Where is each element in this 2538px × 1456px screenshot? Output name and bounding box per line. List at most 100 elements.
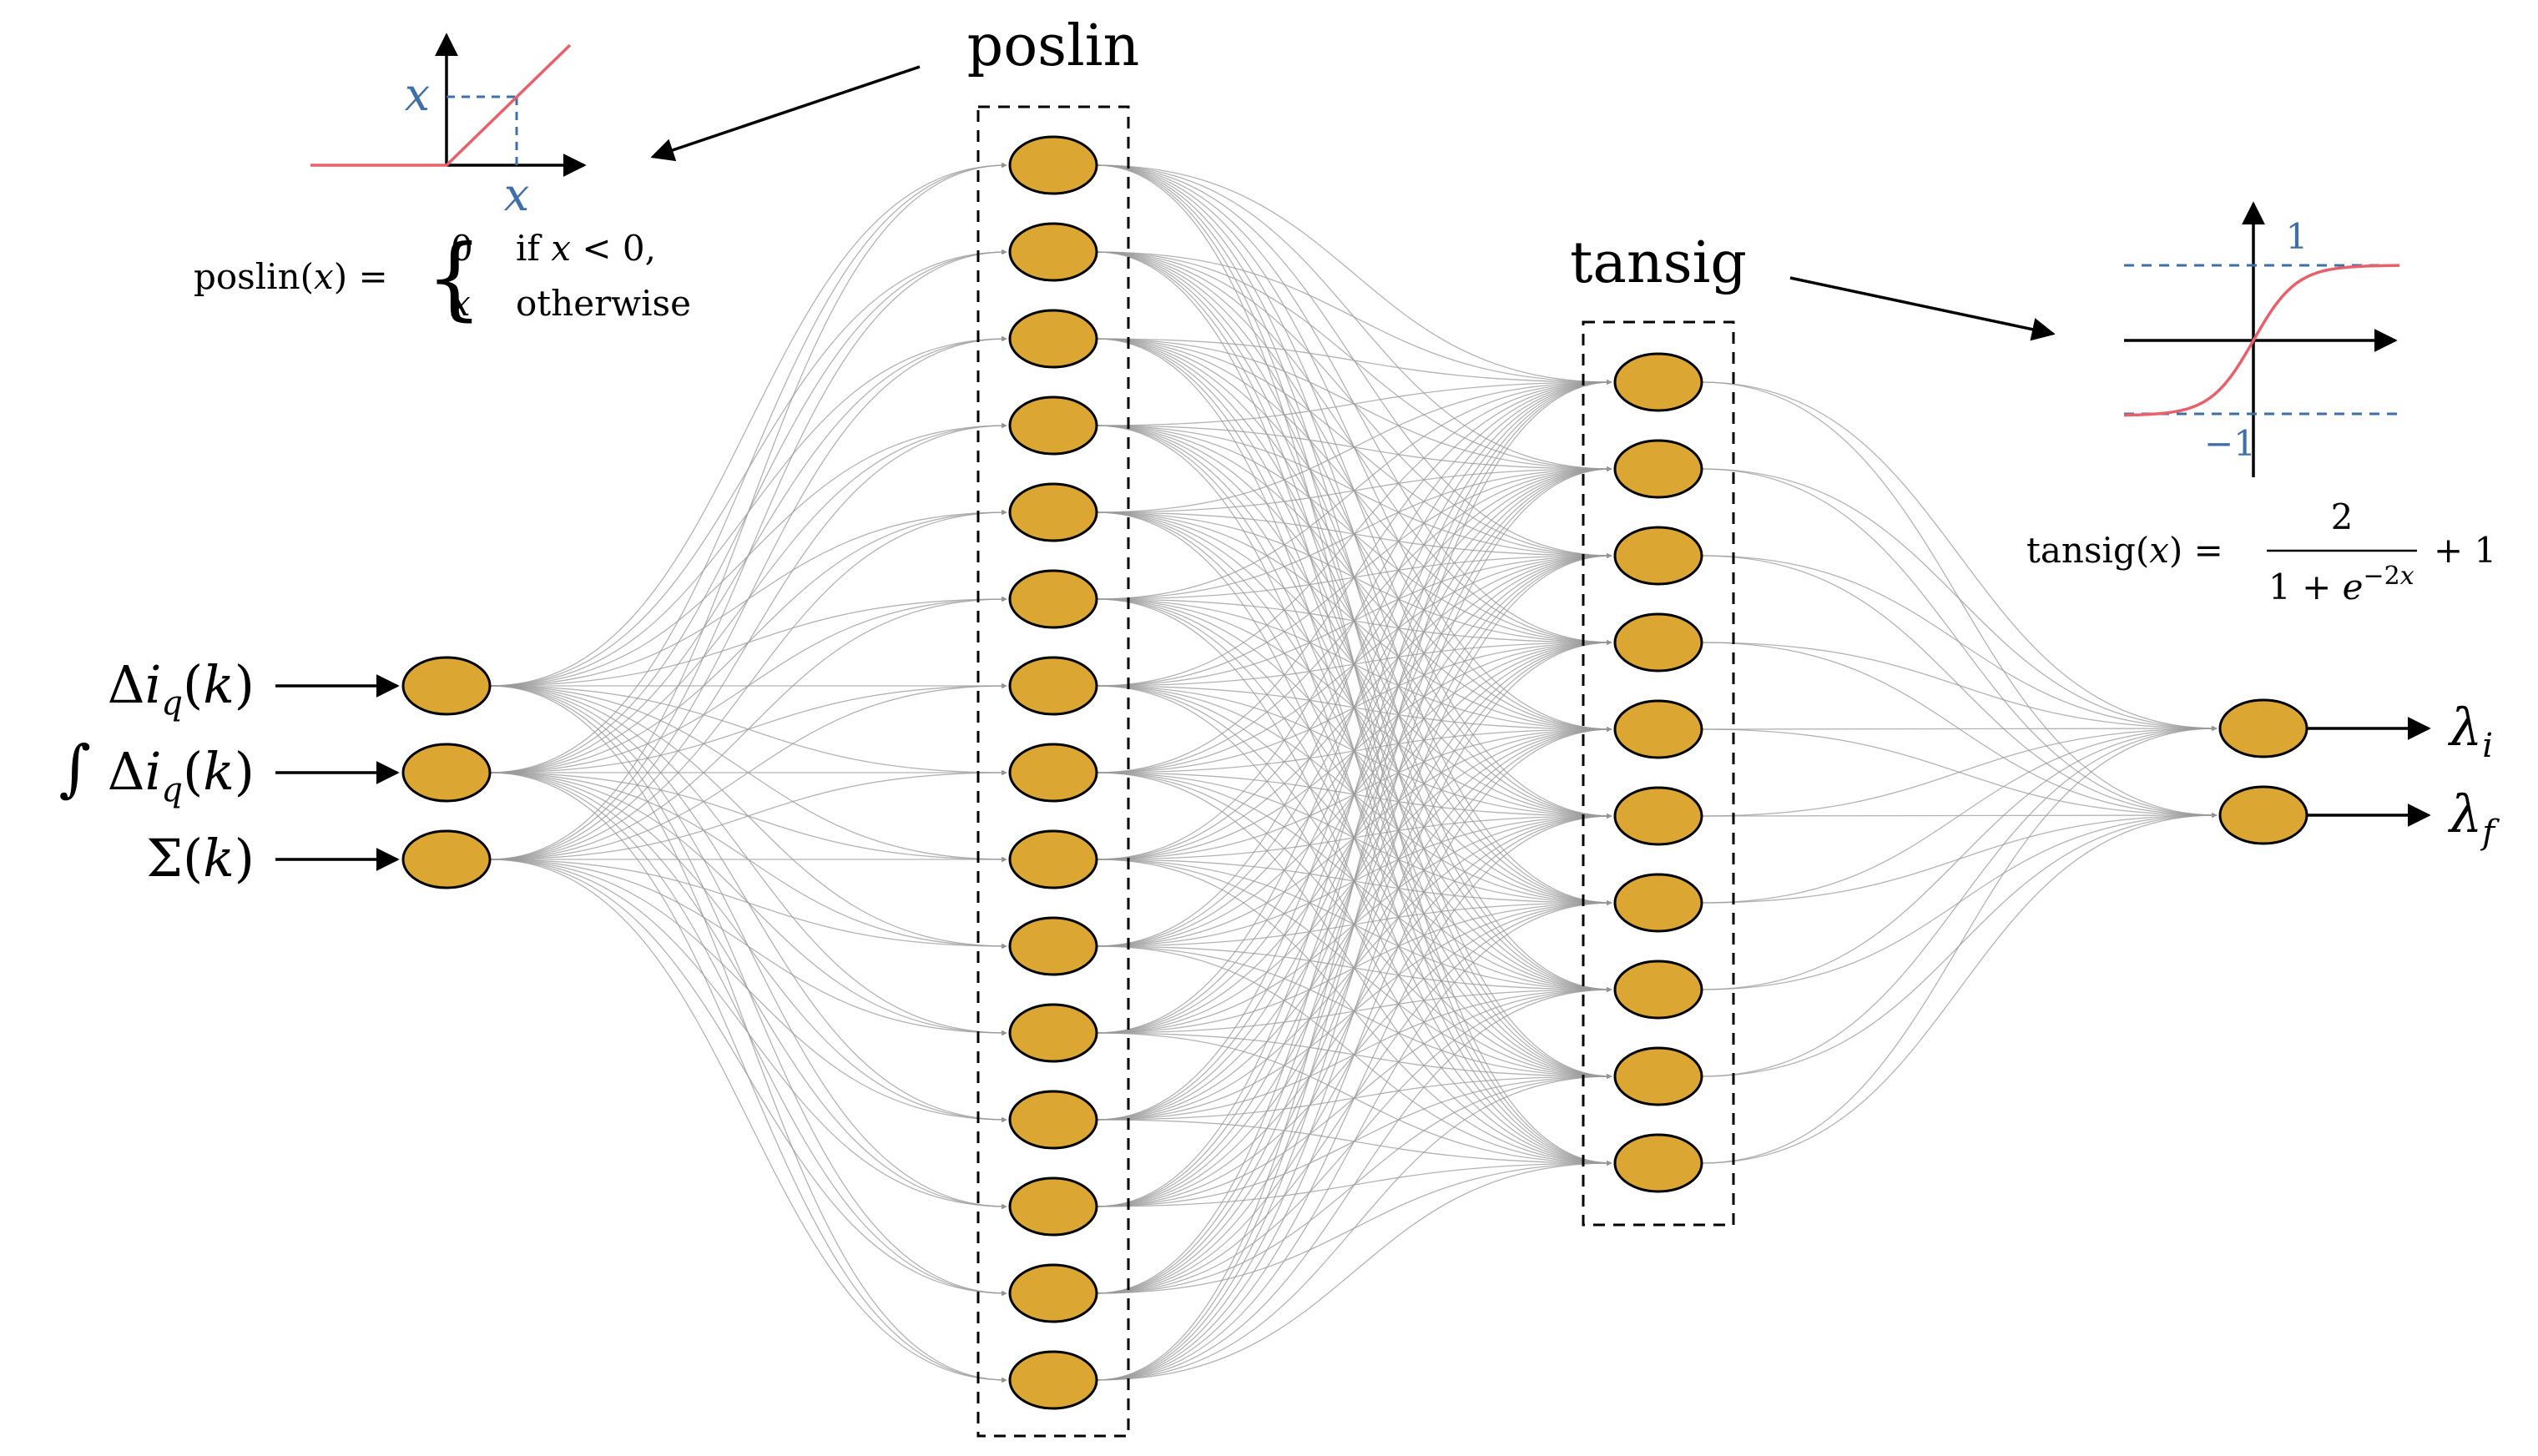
neuron-hidden2-4 bbox=[1613, 612, 1703, 673]
poslin-case1-condition: if x < 0, bbox=[516, 228, 656, 269]
connection-input-3-to-hidden1-13 bbox=[489, 859, 1007, 1207]
poslin-formula-lhs: poslin(x) = bbox=[194, 256, 388, 297]
neuron-hidden1-13 bbox=[1008, 1176, 1098, 1237]
input-label-1: Δiq(k) bbox=[108, 654, 255, 723]
connection-hidden2-2-to-output-1 bbox=[1701, 468, 2218, 729]
connection-hidden2-9-to-output-1 bbox=[1701, 728, 2218, 1077]
connection-input-3-to-hidden1-3 bbox=[489, 338, 1007, 860]
connection-hidden1-12-to-hidden2-1 bbox=[1096, 381, 1612, 1121]
connection-hidden2-8-to-output-1 bbox=[1701, 728, 2218, 990]
connection-hidden1-7-to-hidden2-1 bbox=[1096, 381, 1612, 687]
neuron-hidden1-6 bbox=[1008, 569, 1098, 629]
connection-hidden1-5-to-hidden2-1 bbox=[1096, 381, 1612, 513]
connection-input-3-to-hidden1-10 bbox=[489, 859, 1007, 947]
neuron-hidden1-14 bbox=[1008, 1263, 1098, 1323]
tansig-formula: tansig(x) = 2 1 + e−2x + 1 bbox=[2026, 496, 2496, 607]
neuron-hidden1-1 bbox=[1008, 135, 1098, 195]
connection-hidden1-15-to-hidden2-4 bbox=[1096, 642, 1612, 1381]
connection-hidden2-1-to-output-1 bbox=[1701, 381, 2218, 732]
neuron-hidden1-7 bbox=[1008, 656, 1098, 716]
connection-hidden1-2-to-hidden2-1 bbox=[1096, 251, 1612, 383]
connection-input-3-to-hidden1-5 bbox=[489, 511, 1007, 860]
neuron-hidden1-3 bbox=[1008, 309, 1098, 369]
connection-hidden1-15-to-hidden2-7 bbox=[1096, 902, 1612, 1381]
neuron-input-1 bbox=[401, 656, 492, 716]
tansig-inset: 1 −1 tansig(x) = 2 1 + e−2x + 1 bbox=[2026, 201, 2496, 607]
tansig-numerator: 2 bbox=[2331, 496, 2354, 537]
neuron-hidden1-2 bbox=[1008, 222, 1098, 282]
neuron-hidden1-12 bbox=[1008, 1090, 1098, 1150]
tansig-tick-neg: −1 bbox=[2204, 423, 2256, 464]
neuron-hidden2-10 bbox=[1613, 1133, 1703, 1193]
connection-input-3-to-hidden1-6 bbox=[489, 598, 1007, 860]
connection-hidden2-4-to-output-1 bbox=[1701, 642, 2218, 729]
connection-hidden2-3-to-output-1 bbox=[1701, 555, 2218, 729]
neuron-output-1 bbox=[2218, 698, 2308, 758]
input-arrows bbox=[275, 674, 400, 871]
neuron-hidden1-5 bbox=[1008, 482, 1098, 542]
connection-hidden1-15-to-hidden2-8 bbox=[1096, 989, 1612, 1381]
connection-hidden1-3-to-hidden2-1 bbox=[1096, 338, 1612, 383]
poslin-case1-value: 0 bbox=[451, 228, 473, 269]
tansig-tick-pos: 1 bbox=[2286, 216, 2308, 257]
output-arrows bbox=[2307, 717, 2431, 827]
output-labels: λi λf bbox=[2447, 697, 2500, 852]
poslin-title: poslin bbox=[967, 13, 1140, 79]
neuron-hidden2-3 bbox=[1613, 526, 1703, 586]
connection-hidden2-5-to-output-1 bbox=[1701, 728, 2218, 730]
connection-hidden1-11-to-hidden2-1 bbox=[1096, 381, 1612, 1034]
poslin-formula: poslin(x) = { 0 if x < 0, x otherwise bbox=[194, 226, 691, 330]
neuron-hidden2-2 bbox=[1613, 439, 1703, 499]
neuron-hidden2-7 bbox=[1613, 873, 1703, 933]
hidden-layer-1-box bbox=[976, 105, 1130, 1438]
connection-hidden1-6-to-hidden2-1 bbox=[1096, 381, 1612, 600]
neuron-hidden2-8 bbox=[1613, 960, 1703, 1020]
connection-hidden1-9-to-hidden2-1 bbox=[1096, 381, 1612, 860]
connection-input-3-to-hidden1-7 bbox=[489, 685, 1007, 860]
connection-input-3-to-hidden1-11 bbox=[489, 859, 1007, 1034]
poslin-brace: { bbox=[426, 226, 483, 330]
connection-hidden1-1-to-hidden2-1 bbox=[1096, 164, 1612, 385]
connection-input-3-to-hidden1-1 bbox=[489, 164, 1007, 860]
neuron-hidden1-4 bbox=[1008, 395, 1098, 456]
hidden-layer-2-box bbox=[1582, 320, 1735, 1227]
connection-input-3-to-hidden1-2 bbox=[489, 251, 1007, 860]
connection-hidden1-15-to-hidden2-2 bbox=[1096, 468, 1612, 1381]
connection-hidden1-10-to-hidden2-1 bbox=[1096, 381, 1612, 947]
connection-hidden2-6-to-output-1 bbox=[1701, 728, 2218, 817]
connection-hidden1-15-to-hidden2-5 bbox=[1096, 728, 1612, 1381]
neuron-hidden1-8 bbox=[1008, 743, 1098, 803]
tansig-title: tansig bbox=[1570, 230, 1747, 296]
output-label-1: λi bbox=[2447, 697, 2493, 765]
connection-hidden2-10-to-output-1 bbox=[1701, 728, 2218, 1164]
tansig-formula-tail: + 1 bbox=[2434, 530, 2496, 571]
neuron-hidden2-5 bbox=[1613, 699, 1703, 759]
poslin-pointer-arrow bbox=[650, 65, 921, 162]
poslin-axis-label-x: x bbox=[504, 169, 529, 221]
neuron-hidden1-15 bbox=[1008, 1350, 1098, 1410]
poslin-case2-condition: otherwise bbox=[516, 283, 691, 324]
neuron-input-3 bbox=[401, 829, 492, 889]
connection-hidden1-15-to-hidden2-3 bbox=[1096, 555, 1612, 1381]
poslin-curve bbox=[310, 43, 572, 167]
connection-hidden1-15-to-hidden2-6 bbox=[1096, 815, 1612, 1381]
connection-input-3-to-hidden1-14 bbox=[489, 859, 1007, 1294]
input-label-2: ∫ Δiq(k) bbox=[59, 733, 255, 809]
neuron-hidden1-10 bbox=[1008, 916, 1098, 976]
connection-input-1-to-hidden1-1 bbox=[489, 162, 1007, 687]
neuron-hidden2-6 bbox=[1613, 786, 1703, 846]
connection-hidden1-4-to-hidden2-1 bbox=[1096, 381, 1612, 426]
neuron-hidden1-11 bbox=[1008, 1003, 1098, 1063]
connection-hidden1-13-to-hidden2-1 bbox=[1096, 381, 1612, 1207]
connection-input-2-to-hidden1-1 bbox=[489, 164, 1007, 773]
tansig-pointer-arrow bbox=[1789, 276, 2056, 341]
neuron-hidden2-1 bbox=[1613, 352, 1703, 412]
connection-input-3-to-hidden1-15 bbox=[489, 859, 1007, 1381]
tansig-formula-lhs: tansig(x) = bbox=[2026, 530, 2223, 571]
connection-hidden2-7-to-output-1 bbox=[1701, 728, 2218, 904]
output-label-2: λf bbox=[2447, 783, 2500, 852]
connection-hidden1-15-to-hidden2-1 bbox=[1096, 381, 1612, 1381]
input-labels: Δiq(k) ∫ Δiq(k) Σ(k) bbox=[59, 654, 255, 889]
connection-hidden2-10-to-output-2 bbox=[1701, 814, 2218, 1164]
